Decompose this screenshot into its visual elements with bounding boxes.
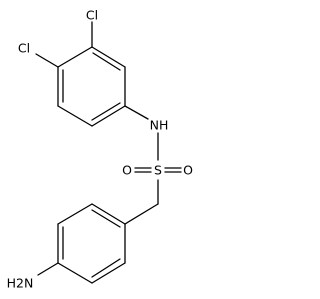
atom-labels: Cl Cl NH S O O H2N [7, 8, 193, 291]
chlorine-label-left: Cl [18, 41, 30, 56]
bond-ring1-6 [57, 46, 93, 68]
bond-ring1-1-inner [92, 52, 121, 71]
bond-ring1-3 [91, 105, 126, 127]
bond-ring2-2 [57, 203, 93, 225]
bond-ring2-5-inner [91, 258, 121, 278]
bond-c-cl-left [35, 53, 59, 68]
oxygen-label-left: O [122, 163, 132, 178]
bond-ch2-ring [124, 203, 159, 225]
bonds [35, 21, 182, 284]
chlorine-label-top: Cl [86, 8, 98, 23]
structure-diagram: Cl Cl NH S O O H2N [7, 8, 193, 291]
bond-ring2-5 [91, 262, 126, 284]
bond-ring2-1 [91, 203, 126, 225]
bond-ring2-1-inner [91, 209, 121, 228]
bond-ring1-3-inner [91, 102, 121, 121]
nh-label: NH [150, 118, 169, 133]
bond-c-nh2 [37, 262, 59, 276]
bond-c-n [124, 105, 149, 120]
bond-ring1-4 [57, 105, 93, 127]
bond-ring1-1 [91, 46, 126, 68]
amine-label: H2N [7, 276, 34, 291]
bond-ring2-4 [57, 262, 93, 284]
sulfur-label: S [154, 163, 162, 178]
oxygen-label-right: O [183, 163, 193, 178]
